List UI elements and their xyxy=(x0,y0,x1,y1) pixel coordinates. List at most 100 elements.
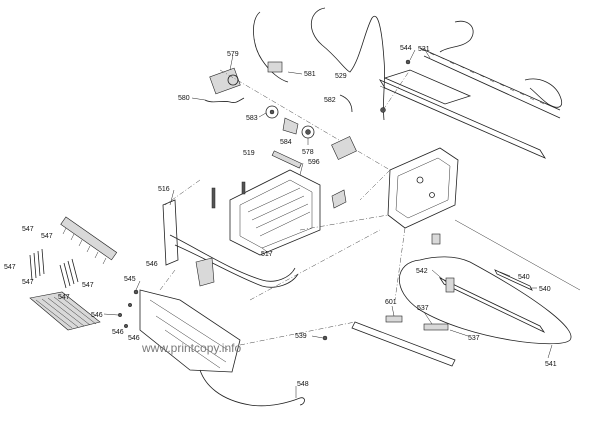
frame-tray xyxy=(229,169,321,256)
label-581: 581 xyxy=(304,71,316,78)
frame-hole-1 xyxy=(416,176,424,184)
roller-547-ridges xyxy=(62,227,107,265)
connector-1 xyxy=(299,214,389,231)
long-rod xyxy=(454,219,581,291)
cable-580 xyxy=(204,97,245,103)
guide-517-b xyxy=(174,244,299,288)
label-546-b: 546 xyxy=(91,312,103,319)
label-517: 517 xyxy=(261,251,273,258)
label-546-d: 546 xyxy=(128,335,140,342)
connector-2 xyxy=(249,229,381,301)
label-580: 580 xyxy=(178,95,190,102)
label-547-f: 547 xyxy=(58,294,70,301)
label-539: 539 xyxy=(295,333,307,340)
side-frame xyxy=(387,147,459,229)
screw-546-a xyxy=(127,302,133,308)
grill-block xyxy=(331,136,357,160)
bar-519 xyxy=(271,150,302,169)
pin-right xyxy=(241,181,246,195)
watermark: www.printcopy.info xyxy=(141,341,241,355)
label-544: 544 xyxy=(400,45,412,52)
label-546-a: 546 xyxy=(146,261,158,268)
screw-546-b xyxy=(117,312,123,318)
carriage-belt xyxy=(419,47,561,119)
motor-579 xyxy=(209,67,241,95)
label-547-b: 547 xyxy=(41,233,53,240)
shaft-main xyxy=(219,69,391,171)
block-542 xyxy=(445,277,455,293)
label-542: 542 xyxy=(416,268,428,275)
cable-548 xyxy=(199,369,305,407)
screw-544 xyxy=(405,59,411,65)
frame-ribs xyxy=(247,187,311,237)
rail-540-top xyxy=(494,269,533,291)
frame-lead xyxy=(359,169,391,201)
screw-539 xyxy=(322,335,328,341)
bracket-details xyxy=(149,299,229,369)
label-545: 545 xyxy=(124,276,136,283)
label-540-b: 540 xyxy=(539,286,551,293)
motor-gear xyxy=(227,74,239,86)
label-537-b: 537 xyxy=(468,335,480,342)
comb-teeth xyxy=(35,295,97,329)
guide-517 xyxy=(169,234,296,282)
bracket-assembly xyxy=(139,289,241,373)
clip-596 xyxy=(331,189,347,209)
label-546-c: 546 xyxy=(112,329,124,336)
flat-cable-right xyxy=(524,78,563,108)
springs-547-b xyxy=(59,258,79,289)
side-frame-inner xyxy=(395,157,451,219)
label-537-a: 537 xyxy=(417,305,429,312)
flat-cable-531 xyxy=(439,20,474,53)
label-547-d: 547 xyxy=(22,279,34,286)
label-548: 548 xyxy=(297,381,309,388)
rail-screw-lead xyxy=(382,69,411,111)
loop-541 xyxy=(398,256,572,345)
rail-upper-edge xyxy=(379,85,541,157)
roller-547 xyxy=(60,216,118,261)
label-547-a: 547 xyxy=(22,226,34,233)
label-579: 579 xyxy=(227,51,239,58)
label-531: 531 xyxy=(418,46,430,53)
springs-547 xyxy=(29,248,45,281)
lever-546 xyxy=(195,257,215,287)
cone-584 xyxy=(282,117,299,135)
plate-537 xyxy=(423,323,449,331)
frame-lead-left xyxy=(164,179,201,206)
rail-upper xyxy=(378,79,547,159)
side-bracket-516 xyxy=(162,199,179,266)
label-547-e: 547 xyxy=(82,282,94,289)
gear-578-hub xyxy=(305,129,311,135)
labels-layer: 579 529 544 531 580 581 582 583 584 578 … xyxy=(4,45,557,388)
label-601: 601 xyxy=(385,299,397,306)
connector-4 xyxy=(394,227,406,301)
label-547-c: 547 xyxy=(4,264,16,271)
label-596: 596 xyxy=(308,159,320,166)
label-519: 519 xyxy=(243,150,255,157)
rail-plate xyxy=(383,69,472,105)
label-541: 541 xyxy=(545,361,557,368)
frame-hole-2 xyxy=(429,192,435,198)
cable-529 xyxy=(311,7,385,121)
label-584: 584 xyxy=(280,139,292,146)
screw-546-c xyxy=(123,323,129,329)
pin-left xyxy=(211,187,216,209)
label-582: 582 xyxy=(324,97,336,104)
label-516: 516 xyxy=(158,186,170,193)
cable-top-left xyxy=(253,11,289,83)
label-583: 583 xyxy=(246,115,258,122)
cable-582 xyxy=(339,94,353,113)
connector-3 xyxy=(239,321,356,346)
belt-links xyxy=(429,52,545,105)
leader-lines xyxy=(103,49,553,398)
pulley-583-hub xyxy=(269,109,275,115)
label-578: 578 xyxy=(302,149,314,156)
bracket-lead xyxy=(159,269,176,291)
rail-537 xyxy=(351,321,456,367)
screw-545 xyxy=(133,289,139,295)
label-529: 529 xyxy=(335,73,347,80)
pulley-583 xyxy=(265,105,279,119)
frame-tab xyxy=(431,233,441,245)
plate-601 xyxy=(385,315,403,323)
